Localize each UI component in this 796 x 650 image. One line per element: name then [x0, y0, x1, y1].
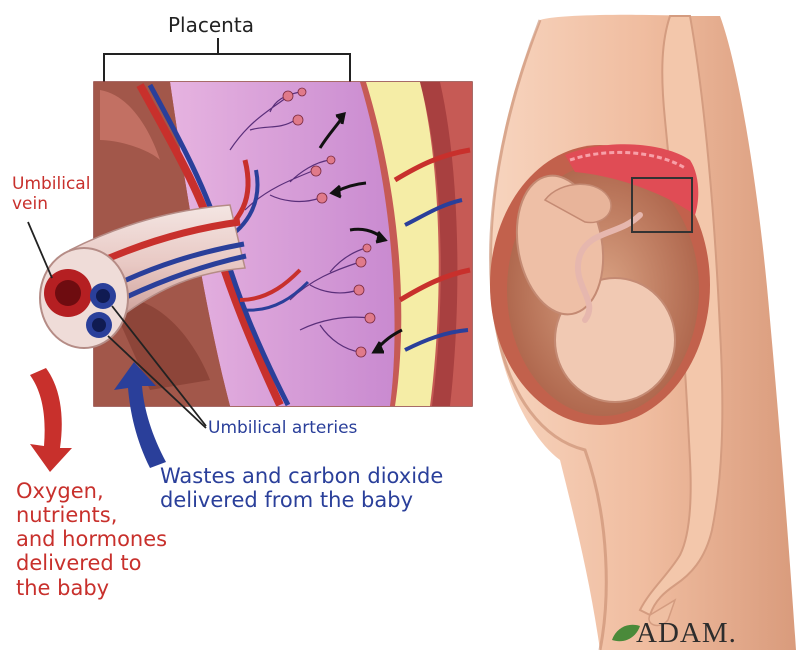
oxygen-label-line: nutrients,	[16, 503, 167, 527]
oxygen-label-line: Oxygen,	[16, 479, 167, 503]
oxygen-label-line: and hormones	[16, 527, 167, 551]
adam-logo: ADAM.	[636, 617, 737, 650]
umbilical-arteries-label: Umbilical arteries	[208, 419, 357, 439]
arrow-down-red-icon	[30, 368, 72, 472]
placenta-label: Placenta	[168, 14, 254, 37]
placenta-bracket	[104, 54, 350, 82]
placenta-cross-section	[40, 38, 472, 406]
wastes-label-line: Wastes and carbon dioxide	[160, 464, 443, 488]
umbilical-vein-label-line: vein	[12, 195, 90, 215]
umbilical-vein-label-line: Umbilical	[12, 175, 90, 195]
oxygen-label-line: delivered to	[16, 551, 167, 575]
umbilical-vein-label: Umbilical vein	[12, 175, 90, 214]
oxygen-label: Oxygen, nutrients, and hormones delivere…	[16, 479, 167, 600]
vein-leader-line	[28, 222, 52, 278]
wastes-label-line: delivered from the baby	[160, 488, 443, 512]
oxygen-label-line: the baby	[16, 576, 167, 600]
pregnant-body	[490, 15, 796, 650]
wastes-label: Wastes and carbon dioxide delivered from…	[160, 464, 443, 512]
